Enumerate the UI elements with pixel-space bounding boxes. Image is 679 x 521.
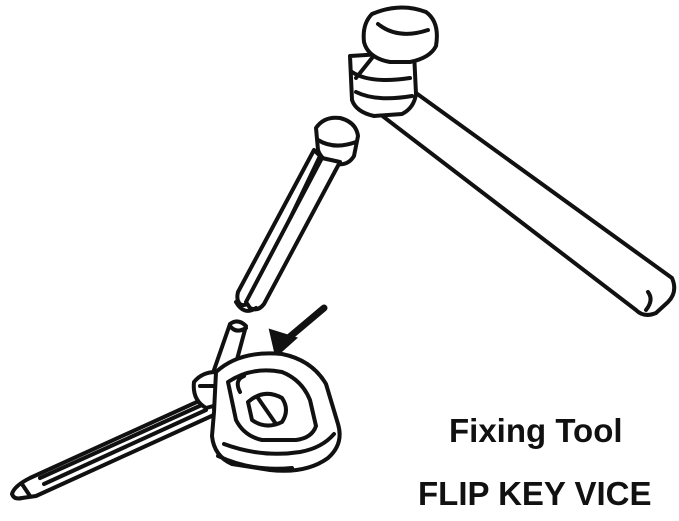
flip-key-icon	[10, 351, 342, 501]
pointer-arrow-icon	[268, 304, 328, 358]
figure-title: Fixing Tool	[449, 412, 623, 449]
pin-punch-icon	[234, 115, 360, 313]
hammer-icon	[348, 5, 677, 317]
product-name: FLIP KEY VICE	[418, 475, 652, 512]
